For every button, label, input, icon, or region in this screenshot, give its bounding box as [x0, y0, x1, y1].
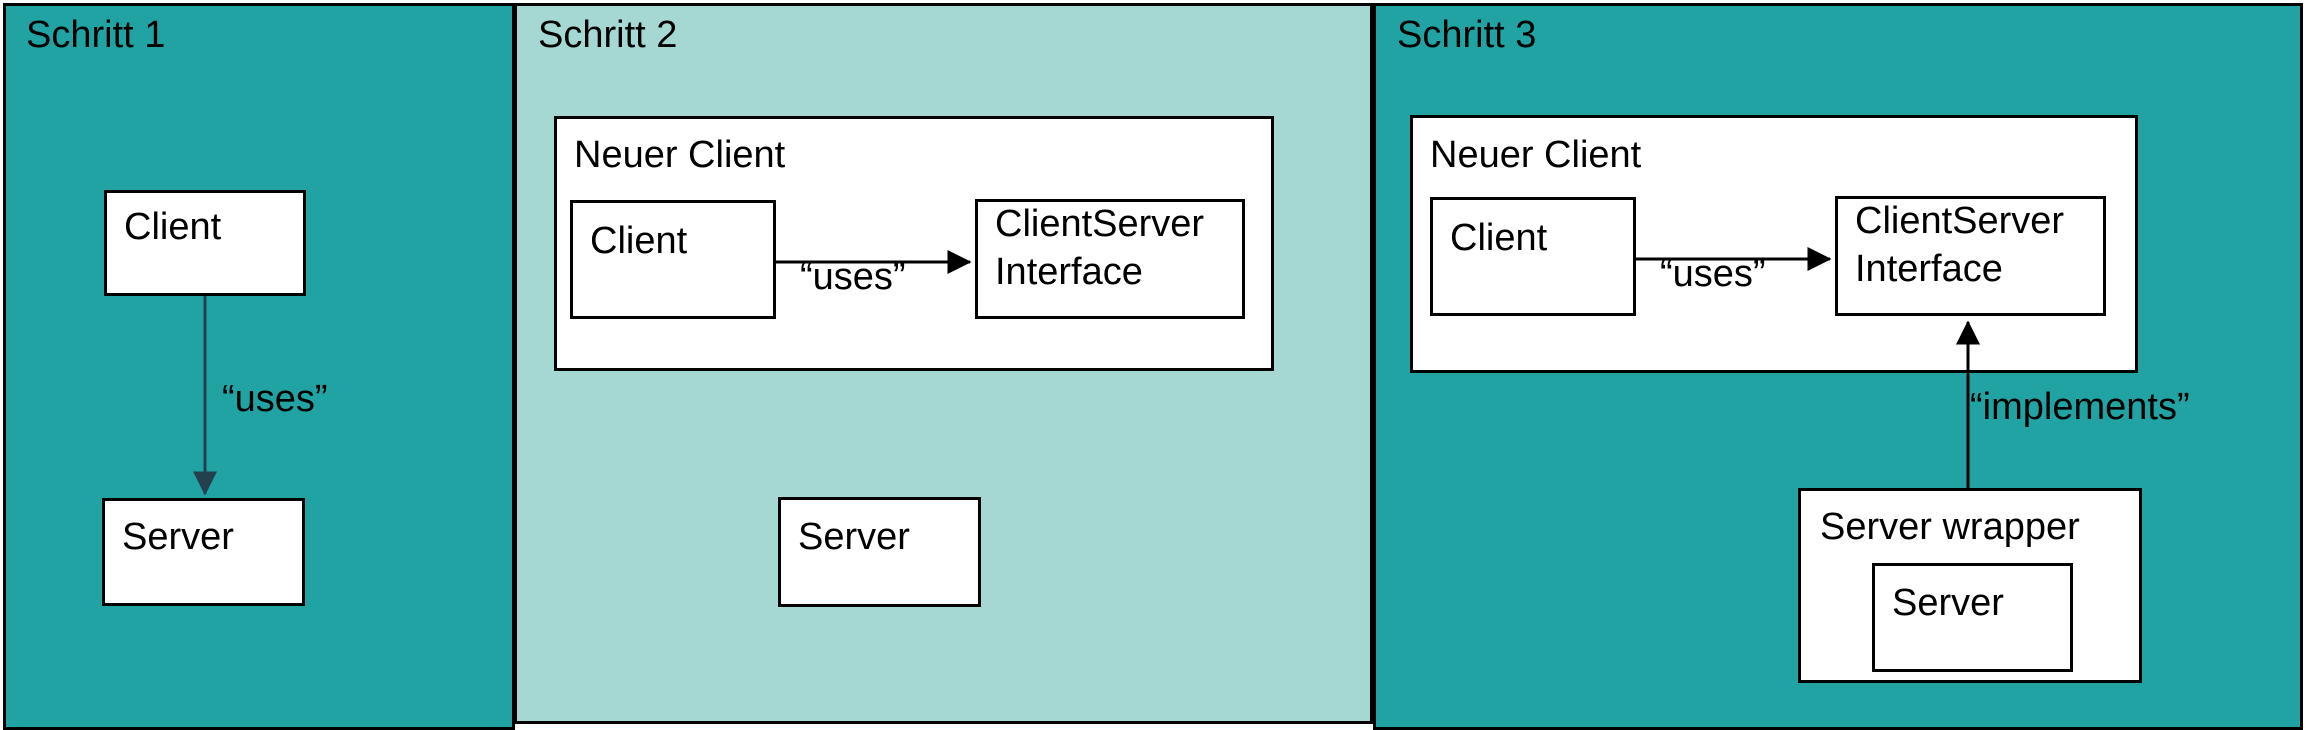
panel-schritt-3-title: Schritt 3: [1397, 14, 1537, 56]
schritt2-clientserver-interface-label-line1: ClientServer: [995, 203, 1205, 245]
schritt3-server-wrapper-label: Server wrapper: [1820, 506, 2080, 548]
schritt2-clientserver-interface-box: [975, 199, 1245, 319]
schritt1-client-box: [104, 190, 306, 296]
schritt3-client-label: Client: [1450, 217, 1548, 259]
panel-schritt-1-title: Schritt 1: [26, 14, 166, 56]
schritt1-client-label: Client: [124, 206, 222, 248]
schritt3-uses-label: “uses”: [1660, 253, 1766, 295]
schritt3-clientserver-interface-label-line1: ClientServer: [1855, 200, 2065, 242]
schritt3-neuer-client-label: Neuer Client: [1430, 134, 1642, 176]
schritt3-client-box: [1430, 197, 1636, 316]
schritt3-clientserver-interface-label-line2: Interface: [1855, 248, 2003, 290]
panel-schritt-1: [3, 3, 515, 730]
schritt2-uses-label: “uses”: [800, 256, 906, 298]
schritt1-uses-label: “uses”: [222, 378, 328, 420]
schritt1-server-box: [102, 498, 305, 606]
schritt2-server-box: [778, 497, 981, 607]
schritt3-server-box: [1872, 563, 2073, 672]
schritt2-server-label: Server: [798, 516, 910, 558]
schritt3-server-label: Server: [1892, 582, 2004, 624]
schritt2-client-box: [570, 200, 776, 319]
schritt2-neuer-client-label: Neuer Client: [574, 134, 786, 176]
panel-schritt-2-title: Schritt 2: [538, 14, 678, 56]
schritt3-clientserver-interface-box: [1835, 196, 2106, 316]
schritt2-client-label: Client: [590, 220, 688, 262]
schritt3-implements-label: “implements”: [1970, 386, 2190, 428]
schritt1-server-label: Server: [122, 516, 234, 558]
schritt2-clientserver-interface-label-line2: Interface: [995, 251, 1143, 293]
